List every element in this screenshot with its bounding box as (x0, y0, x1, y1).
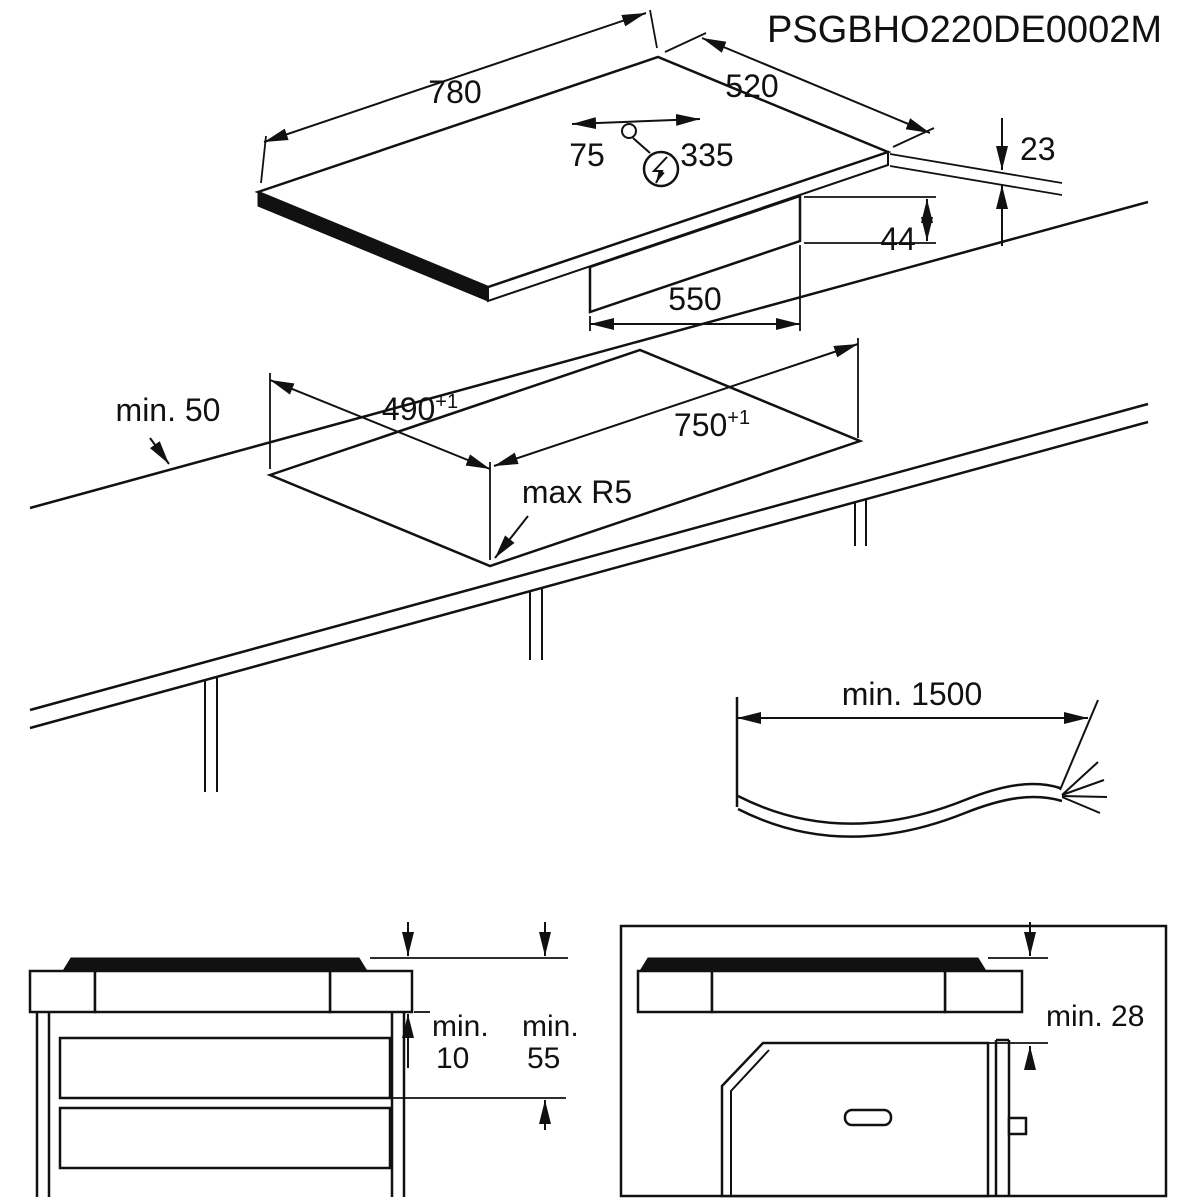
dim-44-label: 44 (880, 221, 916, 257)
worktop-front-top-edge (29, 402, 1149, 712)
worktop-section-left (636, 969, 714, 1014)
worktop-section-left (28, 969, 97, 1014)
cutout-opening (266, 348, 864, 568)
dim-body-height-44: 44 (804, 196, 936, 257)
spacer-knob (1007, 1116, 1028, 1136)
maxR5-label: max R5 (522, 474, 632, 510)
dim-connection-position: 75 335 (569, 113, 734, 188)
min50-label: min. 50 (116, 392, 221, 428)
min55-label-value: 55 (527, 1042, 560, 1075)
connection-point (621, 123, 637, 139)
cable-length-label: min. 1500 (842, 676, 983, 712)
oven-inner-line (730, 1049, 770, 1196)
dim-edge-clearance-min50: min. 50 (116, 392, 221, 465)
dim-75-label: 75 (569, 137, 605, 173)
dim-335-label: 335 (680, 137, 733, 173)
dim-520-label: 520 (725, 68, 778, 104)
electrical-symbol-circle (642, 150, 680, 188)
dim-clearance-min55: min. 55 (522, 922, 579, 1130)
min55-label-min: min. (522, 1010, 579, 1043)
isometric-hob-view: 780 520 75 335 23 (254, 9, 1063, 331)
drawer-top (58, 1036, 392, 1100)
dim-body-width-550: 550 (589, 245, 801, 331)
min10-label-min: min. (432, 1010, 489, 1043)
lightning-icon (651, 156, 668, 184)
dim-550-label: 550 (668, 281, 721, 317)
dim-cutout-width-750: 750+1 (493, 338, 859, 467)
hob-body-section (93, 969, 332, 1014)
worktop-cutout-view: 490+1 750+1 min. 50 max R5 (29, 200, 1149, 792)
oven-clearance-view: min. 28 (619, 922, 1168, 1198)
power-cable-bottom (737, 795, 1063, 838)
worktop-section-right (943, 969, 1024, 1014)
hob-glass-section (639, 957, 987, 972)
min28-label: min. 28 (1046, 1000, 1144, 1033)
dim-glass-thickness-23: 23 (889, 118, 1063, 246)
cable-extension-line (1059, 699, 1099, 791)
power-cable-view: min. 1500 (735, 676, 1108, 838)
dim-corner-radius-maxR5: max R5 (494, 474, 632, 559)
dim-depth-520: 520 (664, 32, 935, 148)
cable-frayed-end (1061, 761, 1108, 814)
drawer-clearance-view: min. 10 min. 55 (28, 922, 579, 1197)
power-cable-top (737, 782, 1061, 825)
dim-23-label: 23 (1020, 131, 1056, 167)
worktop-legs (204, 499, 867, 792)
drawer-bottom (58, 1106, 392, 1170)
dim-490-label: 490+1 (382, 391, 458, 427)
dim-780-label: 780 (428, 74, 481, 110)
dim-cutout-depth-490: 490+1 (269, 373, 491, 560)
dim-clearance-min28: min. 28 (1024, 922, 1144, 1070)
oven-handle-slot (843, 1108, 893, 1127)
worktop-section-right (328, 969, 414, 1014)
dim-clearance-min10: min. 10 (402, 922, 489, 1075)
min10-label-value: 10 (436, 1042, 469, 1075)
dim-width-780: 780 (260, 9, 658, 184)
hob-body-section (710, 969, 947, 1014)
hob-glass-section (62, 957, 368, 972)
dim-750-label: 750+1 (674, 407, 750, 443)
drawing-code: PSGBHO220DE0002M (767, 9, 1162, 51)
